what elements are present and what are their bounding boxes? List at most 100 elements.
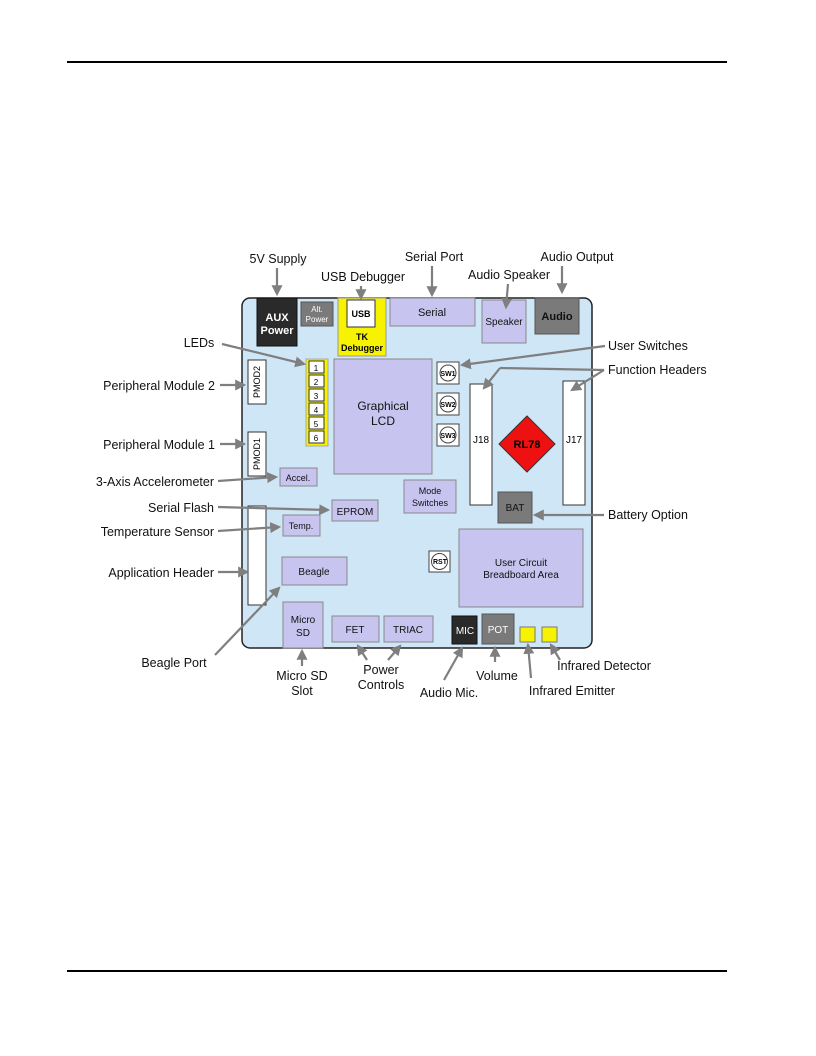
arrow-power-triac: [387, 644, 402, 661]
led-label-3: 3: [314, 392, 319, 401]
beagle-label: Beagle: [298, 567, 330, 578]
rst-label: RST: [433, 559, 448, 566]
breadboard-label-2: Breadboard Area: [483, 570, 559, 581]
tk-debugger-label-2: Debugger: [341, 343, 384, 353]
led-label-4: 4: [314, 406, 319, 415]
breadboard-area: User Circuit Breadboard Area: [458, 528, 584, 608]
callout-battery-option: Battery Option: [608, 508, 688, 522]
serial-label: Serial: [418, 307, 446, 319]
infrared-emitter: [519, 626, 536, 643]
callout-accelerometer: 3-Axis Accelerometer: [96, 475, 214, 489]
alt-power-label-1: Alt.: [311, 305, 323, 314]
tk-debugger-block: USB TK Debugger: [337, 297, 387, 357]
accelerometer-block: Accel.: [279, 467, 318, 487]
arrow-power-fet: [356, 644, 368, 661]
arrow-audio-speaker: [501, 283, 513, 310]
arrow-user-switches: [459, 344, 606, 370]
pot-label: POT: [488, 625, 509, 636]
callout-peripheral-module-1: Peripheral Module 1: [103, 438, 215, 452]
sw2-switch: SW2: [436, 392, 460, 416]
speaker-block: Speaker: [481, 299, 527, 344]
sw2-label: SW2: [440, 402, 455, 409]
mic-block: MIC: [451, 615, 478, 645]
arrow-infrared-detector: [549, 643, 561, 661]
lcd-label-2: LCD: [371, 414, 395, 428]
j17-header: J17: [562, 380, 586, 506]
serial-block: Serial: [389, 297, 476, 327]
callout-beagle-port: Beagle Port: [141, 656, 207, 670]
led-label-6: 6: [314, 434, 319, 443]
fet-block: FET: [331, 615, 380, 643]
arrow-function-headers-j17: [570, 369, 605, 392]
callout-leds: LEDs: [184, 336, 215, 350]
micro-sd-label-2: SD: [296, 628, 310, 639]
callout-serial-flash: Serial Flash: [148, 501, 214, 515]
j18-header: J18: [469, 383, 493, 506]
callout-function-headers: Function Headers: [608, 363, 707, 377]
callout-audio-mic: Audio Mic.: [420, 686, 478, 700]
aux-power-label-2: Power: [260, 325, 294, 337]
mic-label: MIC: [456, 626, 474, 637]
bat-label: BAT: [506, 503, 525, 514]
j17-label: J17: [566, 435, 583, 446]
sw1-label: SW1: [440, 371, 455, 378]
led-label-2: 2: [314, 378, 319, 387]
micro-sd-block: Micro SD: [282, 601, 324, 649]
eprom-block: EPROM: [331, 499, 379, 522]
audio-label: Audio: [541, 311, 572, 323]
footer-rule: [67, 970, 727, 972]
aux-power-label-1: AUX: [265, 312, 289, 324]
arrow-infrared-emitter: [523, 642, 535, 679]
temp-label: Temp.: [289, 521, 314, 531]
infrared-detector: [541, 626, 558, 643]
callout-power-controls-1: Power: [363, 663, 398, 677]
callout-infrared-emitter: Infrared Emitter: [529, 684, 615, 698]
callout-usb-debugger: USB Debugger: [321, 270, 405, 284]
callout-application-header: Application Header: [108, 566, 214, 580]
led-label-5: 5: [314, 420, 319, 429]
arrow-beagle-port: [214, 586, 281, 656]
pmod2-label: PMOD2: [252, 366, 262, 398]
triac-label: TRIAC: [393, 625, 423, 636]
rl78-logo: RL78: [498, 415, 556, 473]
accel-label: Accel.: [286, 473, 311, 483]
j18-label: J18: [473, 435, 490, 446]
alt-power-label-2: Power: [306, 315, 329, 324]
arrow-temperature-sensor: [217, 522, 282, 534]
callout-audio-output: Audio Output: [541, 250, 614, 264]
arrow-serial-flash: [217, 504, 331, 516]
triac-block: TRIAC: [383, 615, 434, 643]
speaker-label: Speaker: [485, 317, 523, 328]
arrow-audio-mic: [443, 646, 464, 681]
breadboard-label-1: User Circuit: [495, 558, 547, 569]
tk-debugger-label-1: TK: [356, 332, 368, 342]
mode-switches-block: Mode Switches: [403, 479, 457, 514]
application-header: [247, 505, 267, 606]
led-label-1: 1: [314, 364, 319, 373]
arrow-function-headers-j18: [499, 366, 605, 372]
battery-block: BAT: [497, 491, 533, 524]
callout-user-switches: User Switches: [608, 339, 688, 353]
callout-micro-sd-slot-1: Micro SD: [276, 669, 327, 683]
alt-power-block: Alt. Power: [300, 301, 334, 327]
callout-infrared-detector: Infrared Detector: [557, 659, 651, 673]
mode-switches-label-2: Switches: [412, 498, 449, 508]
callout-peripheral-module-2: Peripheral Module 2: [103, 379, 215, 393]
arrow-leds: [221, 342, 307, 368]
sw3-label: SW3: [440, 433, 455, 440]
callout-temperature-sensor: Temperature Sensor: [101, 525, 214, 539]
reset-button: RST: [428, 550, 451, 573]
callout-serial-port: Serial Port: [405, 250, 464, 264]
aux-power-block: AUX Power: [256, 297, 298, 347]
mode-switches-label-1: Mode: [419, 486, 442, 496]
pmod1-connector: PMOD1: [247, 431, 267, 477]
fet-label: FET: [346, 625, 365, 636]
pmod1-label: PMOD1: [252, 438, 262, 470]
callout-volume: Volume: [476, 669, 518, 683]
sw3-switch: SW3: [436, 423, 460, 447]
pot-block: POT: [481, 613, 515, 645]
callout-5v-supply: 5V Supply: [250, 252, 308, 266]
rl78-label: RL78: [514, 439, 541, 451]
micro-sd-label-1: Micro: [291, 615, 316, 626]
